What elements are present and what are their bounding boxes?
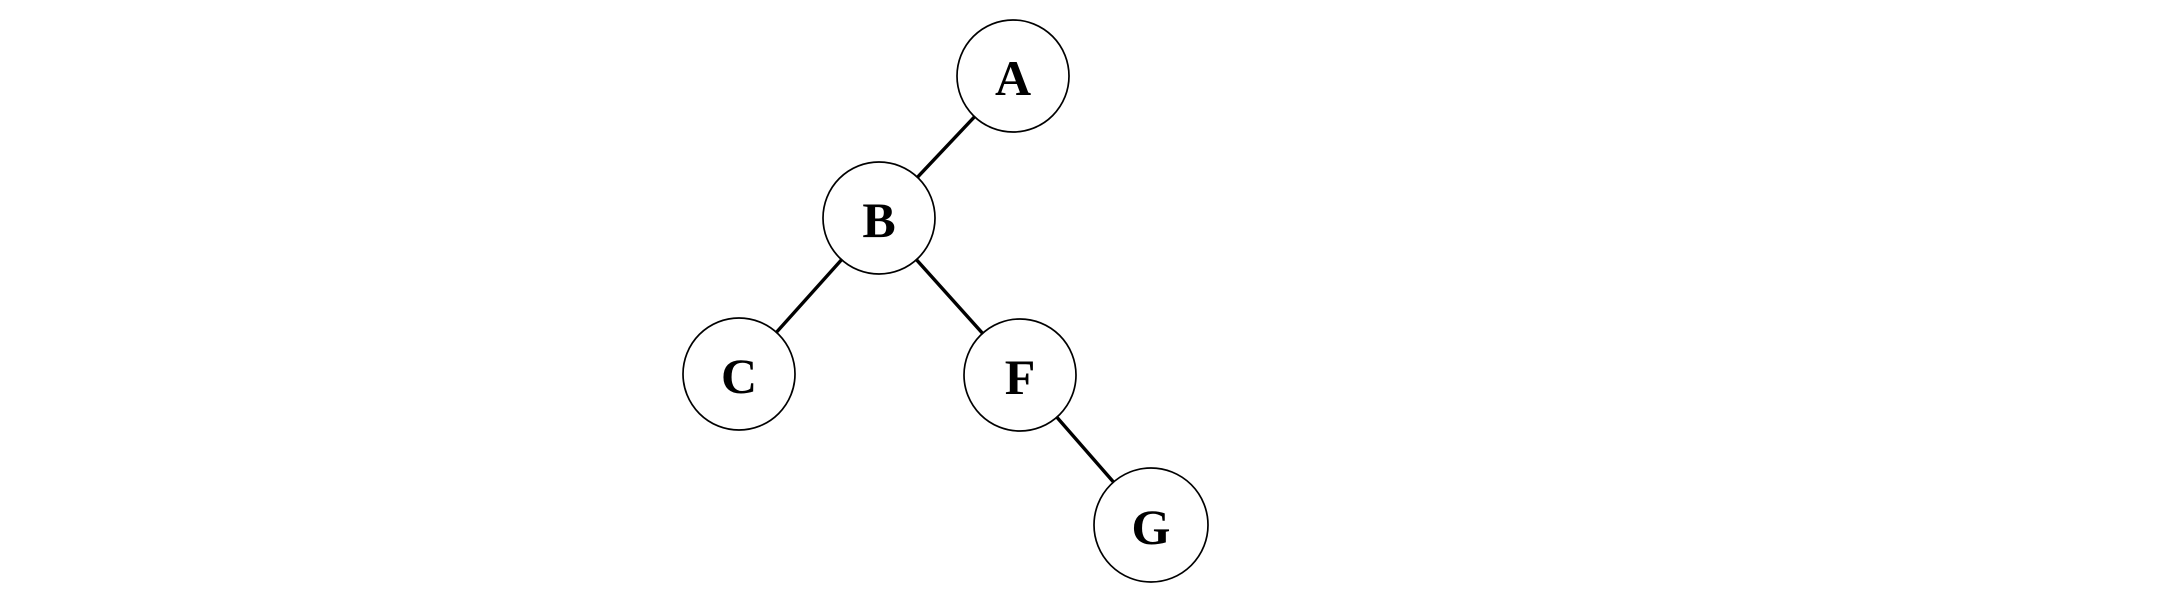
node-B-circle <box>822 161 936 275</box>
node-G-circle <box>1093 467 1209 583</box>
node-F-label: F <box>1005 349 1036 405</box>
node-A-label: A <box>995 50 1031 106</box>
node-B-label: B <box>862 192 895 248</box>
node-G: G <box>1093 467 1209 583</box>
node-A-circle <box>956 19 1070 133</box>
node-F-circle <box>963 318 1077 432</box>
node-C-label: C <box>721 348 757 404</box>
node-B: B <box>822 161 936 275</box>
node-C-circle <box>682 317 796 431</box>
node-C: C <box>682 317 796 431</box>
node-A: A <box>956 19 1070 133</box>
node-G-label: G <box>1132 499 1171 555</box>
node-F: F <box>963 318 1077 432</box>
